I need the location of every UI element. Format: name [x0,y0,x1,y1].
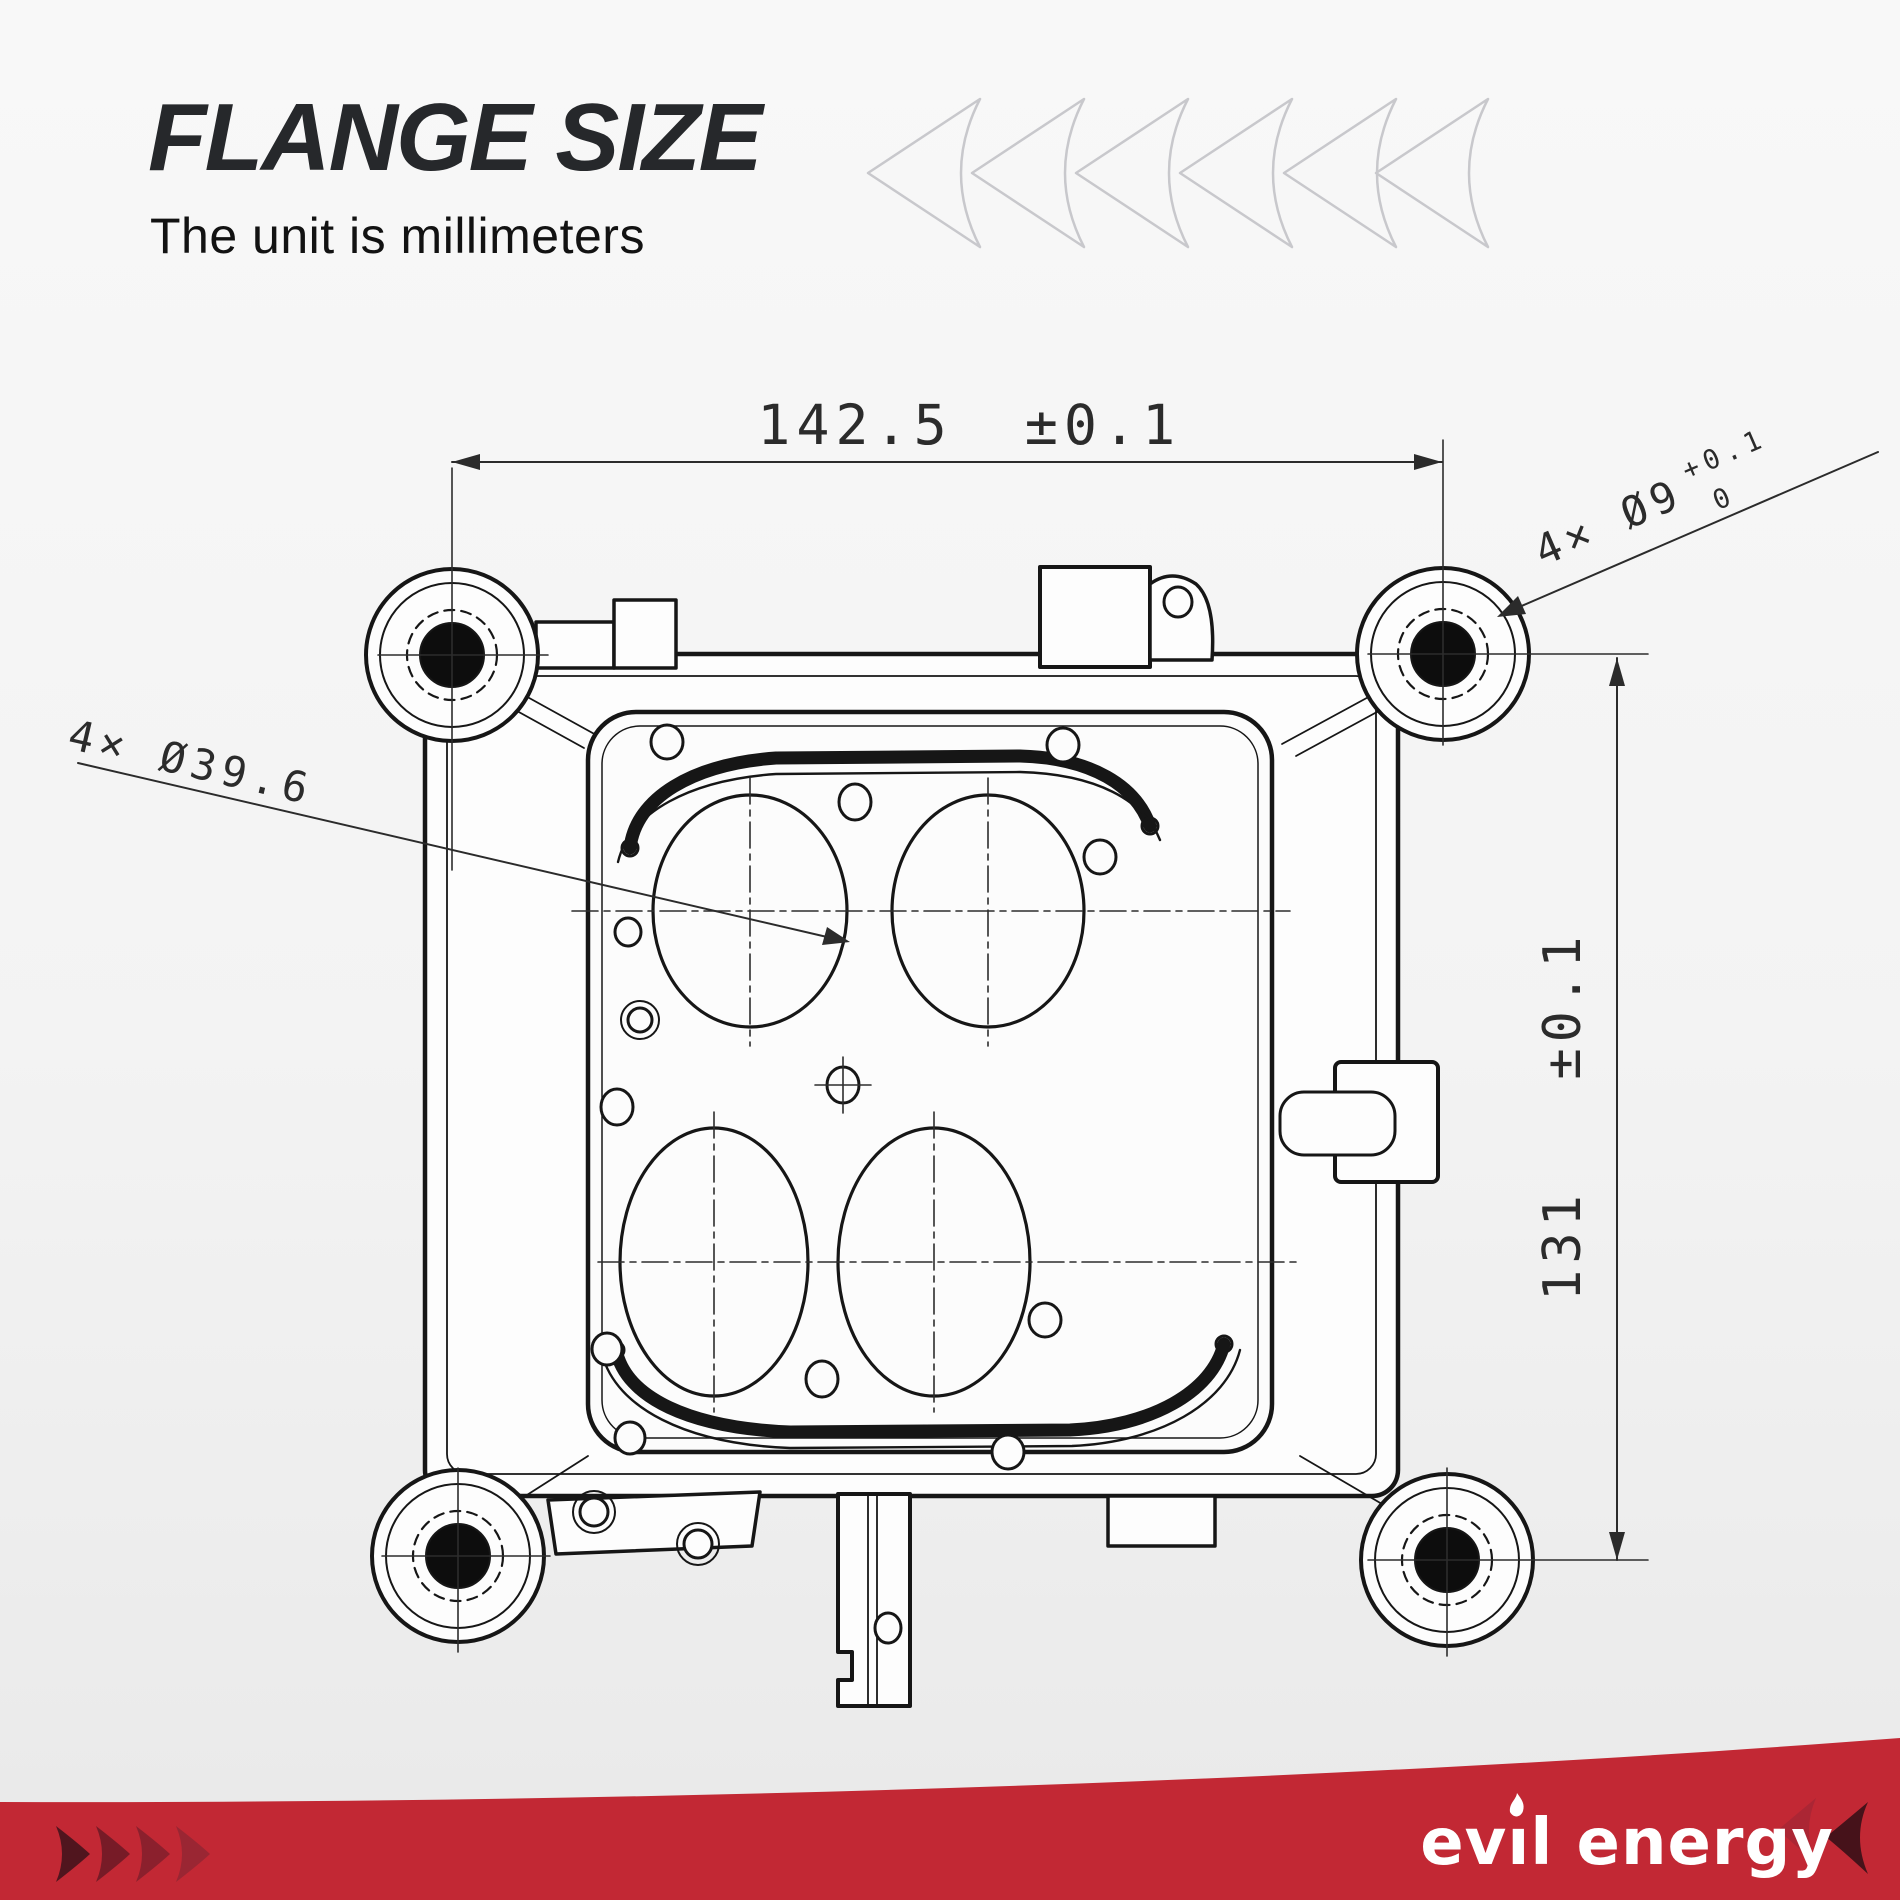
brand-text-i: ı [1507,1806,1531,1880]
chevron-left-icon [1178,97,1294,249]
arrow-right-icon [136,1826,170,1882]
brand-text: ev [1420,1806,1508,1880]
header: FLANGE SIZE The unit is millimeters [148,84,763,265]
arrow-left-icon [1778,1798,1816,1864]
lever-bracket [836,1492,912,1708]
brand-chevrons [1778,1798,1868,1874]
casting-tab [546,1490,762,1556]
dimension-height: 131 ±0.1 [1533,657,1625,1561]
callout-bolt-holes-tol-upper: +0.1 [1678,423,1772,487]
chevron-left-icon [1074,97,1190,249]
page-subtitle: The unit is millimeters [150,207,645,264]
heat-slot-arc-top [616,749,1162,864]
callout-bolt-holes: 4× Ø9 +0.1 0 [1497,423,1879,617]
dim-width-tol: ±0.1 [1025,393,1181,457]
callout-bolt-holes-tol-lower: 0 [1708,479,1741,516]
casting-tab [534,620,616,670]
decor-chevrons [866,97,1490,249]
dimension-width: 142.5 ±0.1 [451,393,1443,470]
centerlines [377,439,1649,1657]
center-hole [814,1056,872,1114]
arrow-right-icon [176,1826,210,1882]
flange-bosses [572,1433,1026,1566]
callout-bolt-holes-label: 4× Ø9 [1527,469,1690,576]
chevron-left-icon [866,97,982,249]
dim-width-value: 142.5 [757,393,953,457]
footer-band-shape [0,1738,1900,1900]
arrow-right-icon [96,1826,130,1882]
casting-tab [1038,565,1152,669]
page-title: FLANGE SIZE [148,84,763,191]
bracket-hole [873,1611,903,1645]
tab-hole [1162,585,1194,619]
gasket-holes [590,723,1118,1456]
arrow-right-icon [56,1826,90,1882]
casting-tab [612,598,678,670]
brand-text-rest: l energy [1530,1806,1834,1880]
flame-icon [1510,1793,1525,1817]
dim-height-tol: ±0.1 [1533,930,1593,1079]
throttle-bracket-socket [1278,1090,1397,1157]
casting-tab [1106,1494,1217,1548]
gasket-face [571,709,1301,1456]
arrow-left-icon [1826,1802,1868,1874]
callout-bores-label: 4× Ø39.6 [64,710,319,814]
dim-height-value: 131 [1533,1189,1593,1301]
band-arrows-left [56,1826,210,1882]
chevron-left-icon [1282,97,1398,249]
chevron-left-icon [1374,97,1490,249]
chevron-left-icon [970,97,1086,249]
